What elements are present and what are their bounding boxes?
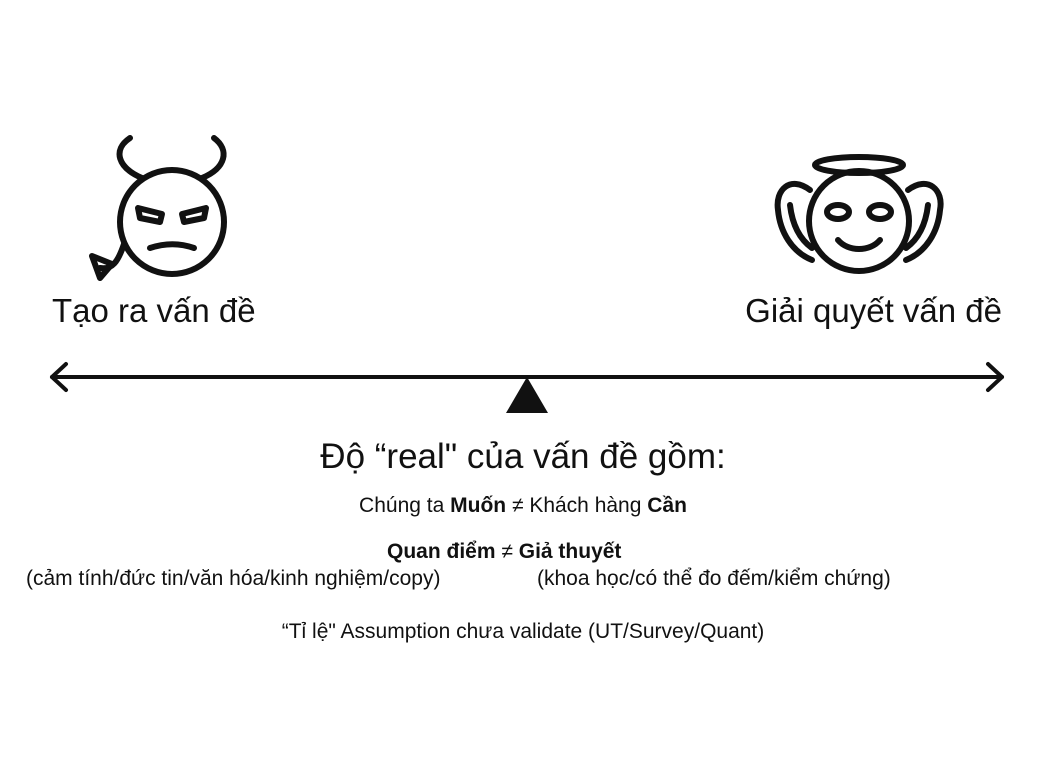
row3-right: (khoa học/có thể đo đếm/kiểm chứng) xyxy=(537,567,891,590)
row3-left: (cảm tính/đức tin/văn hóa/kinh nghiệm/co… xyxy=(26,567,441,590)
right-label: Giải quyết vấn đề xyxy=(745,292,1002,329)
row-want-need: Chúng ta Muốn ≠ Khách hàng Cần xyxy=(0,494,1046,518)
row2-sep: ≠ xyxy=(495,540,519,563)
row1-a-bold: Muốn xyxy=(450,494,507,517)
row1-a: Chúng ta xyxy=(359,494,451,517)
row2-b-bold: Giả thuyết xyxy=(518,540,622,563)
fulcrum-triangle xyxy=(506,377,548,413)
row1-sep: ≠ xyxy=(506,494,530,517)
row-assumption: “Tỉ lệ" Assumption chưa validate (UT/Sur… xyxy=(281,620,765,643)
left-label: Tạo ra vấn đề xyxy=(52,292,256,329)
diagram-title: Độ “real" của vấn đề gồm: xyxy=(320,437,726,476)
row2-a-bold: Quan điểm xyxy=(387,540,496,563)
row1-b: Khách hàng xyxy=(529,494,648,517)
angel-face-icon xyxy=(774,154,944,274)
row-opinion-hypothesis: Quan điểm ≠ Giả thuyết xyxy=(387,540,621,564)
devil-face-icon xyxy=(89,135,227,281)
row1-b-bold: Cần xyxy=(647,494,687,517)
